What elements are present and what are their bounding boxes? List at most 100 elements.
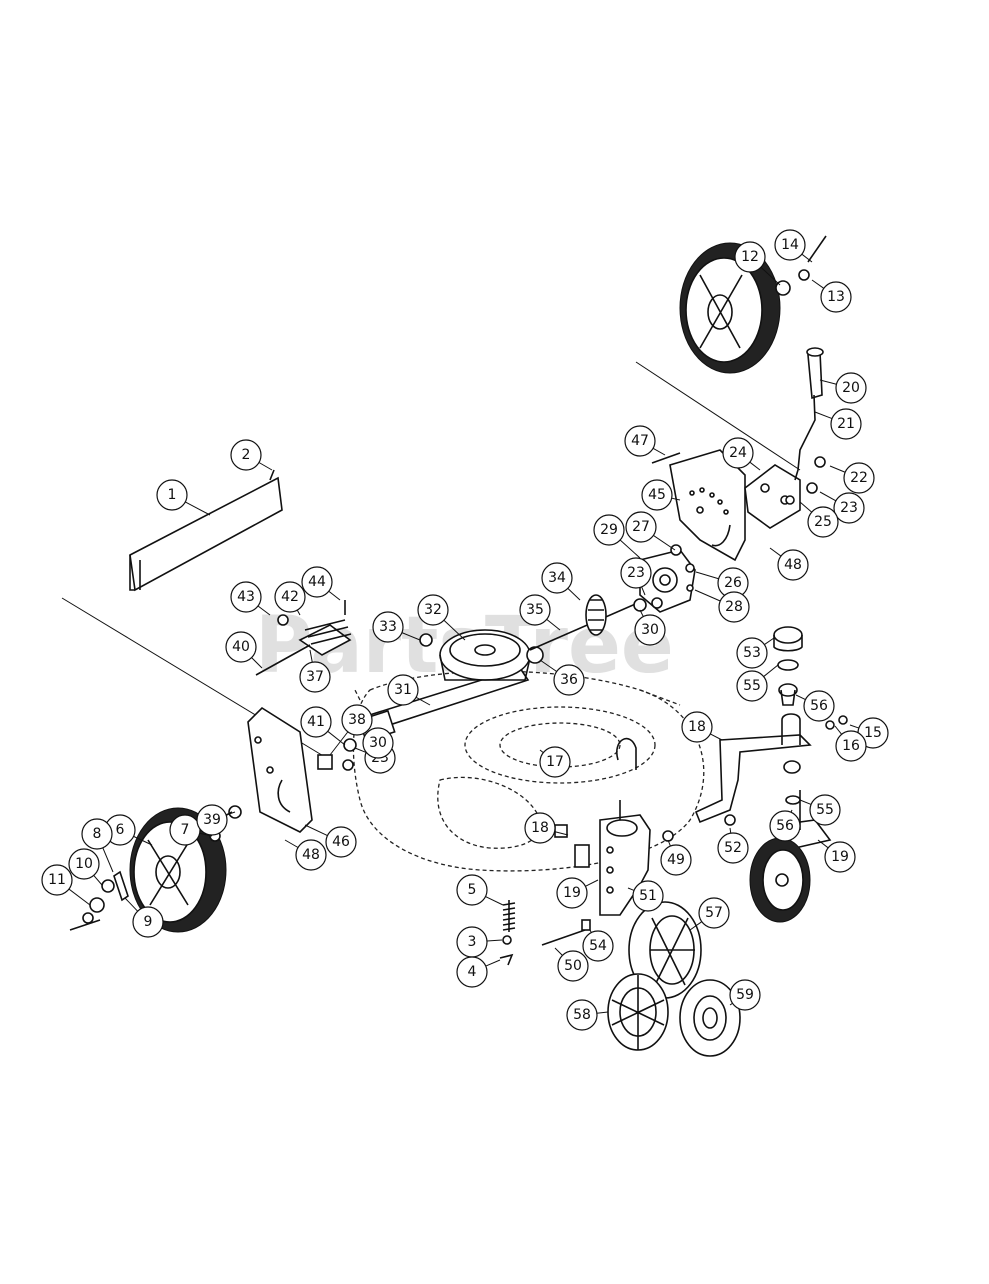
callout-leader-line [327, 730, 346, 746]
callout-bubble [68, 848, 100, 880]
callout-number: 16 [842, 738, 860, 754]
callout-18[interactable]: 18 [524, 812, 569, 844]
callout-9[interactable]: 9 [124, 897, 164, 938]
callout-17[interactable]: 17 [539, 746, 571, 778]
callout-41[interactable]: 41 [300, 706, 346, 746]
callout-54[interactable]: 54 [582, 929, 614, 962]
callout-8[interactable]: 8 [81, 818, 114, 873]
callout-leader-line [486, 939, 503, 942]
callout-32[interactable]: 32 [417, 594, 466, 641]
callout-28[interactable]: 28 [694, 589, 750, 623]
callout-42[interactable]: 42 [274, 581, 306, 616]
callout-30[interactable]: 30 [634, 609, 666, 646]
callout-48[interactable]: 48 [769, 547, 809, 581]
callout-44[interactable]: 44 [301, 566, 341, 601]
callout-7[interactable]: 7 [169, 814, 213, 846]
callout-45[interactable]: 45 [641, 479, 681, 511]
callout-53[interactable]: 53 [736, 637, 775, 669]
callout-33[interactable]: 33 [372, 611, 421, 643]
callout-23[interactable]: 23 [819, 491, 865, 524]
callout-19[interactable]: 19 [556, 877, 599, 909]
callout-18[interactable]: 18 [681, 711, 723, 743]
callout-38[interactable]: 38 [329, 704, 373, 756]
callout-leader-line [819, 379, 837, 385]
callout-number: 7 [181, 822, 190, 838]
callout-51[interactable]: 51 [627, 880, 664, 912]
callout-46[interactable]: 46 [304, 824, 357, 858]
callout-number: 32 [424, 602, 442, 618]
callout-52[interactable]: 52 [717, 827, 749, 864]
callout-leader-line [627, 887, 635, 891]
callout-bubble [274, 581, 306, 613]
callout-48[interactable]: 48 [284, 839, 327, 871]
callout-bubble [557, 950, 589, 982]
callout-27[interactable]: 27 [625, 511, 676, 551]
callout-39[interactable]: 39 [196, 804, 236, 836]
callout-30[interactable]: 30 [361, 727, 394, 759]
callout-13[interactable]: 13 [811, 279, 852, 313]
callout-12[interactable]: 12 [734, 241, 781, 286]
callout-number: 34 [548, 570, 566, 586]
callout-bubble [230, 439, 262, 471]
callout-number: 35 [526, 602, 544, 618]
callout-2[interactable]: 2 [230, 439, 273, 471]
callout-11[interactable]: 11 [41, 864, 91, 906]
callout-26[interactable]: 26 [695, 567, 749, 599]
callout-43[interactable]: 43 [230, 581, 271, 616]
callout-leader-line [554, 831, 569, 836]
callout-47[interactable]: 47 [624, 425, 666, 457]
callout-56[interactable]: 56 [795, 690, 835, 722]
callout-59[interactable]: 59 [729, 979, 761, 1011]
callout-leader-line [304, 824, 328, 837]
callout-49[interactable]: 49 [660, 839, 692, 876]
callout-leader-line [328, 590, 341, 601]
callout-23[interactable]: 23 [620, 557, 652, 596]
callout-bubble [196, 804, 228, 836]
callout-leader-line [443, 619, 466, 641]
callout-10[interactable]: 10 [68, 848, 103, 886]
callout-19[interactable]: 19 [817, 839, 856, 873]
callout-number: 1 [168, 487, 177, 503]
callout-bubble [843, 462, 875, 494]
rear-left-wheel [129, 807, 227, 933]
callout-16[interactable]: 16 [834, 725, 867, 762]
callout-3[interactable]: 3 [456, 926, 503, 958]
callout-number: 31 [394, 682, 412, 698]
callout-leader-line [296, 609, 301, 616]
callout-37[interactable]: 37 [299, 649, 331, 693]
callout-40[interactable]: 40 [225, 631, 263, 669]
callout-14[interactable]: 14 [774, 229, 813, 263]
callout-bubble [722, 437, 754, 469]
callout-5[interactable]: 5 [456, 874, 504, 906]
callout-bubble [632, 880, 664, 912]
callout-bubble [835, 730, 867, 762]
idler-spring-assembly [255, 600, 352, 676]
callout-31[interactable]: 31 [387, 674, 431, 706]
callout-55[interactable]: 55 [736, 664, 779, 702]
callout-1[interactable]: 1 [156, 479, 211, 516]
callout-58[interactable]: 58 [566, 999, 609, 1031]
callout-bubble [718, 591, 750, 623]
callout-57[interactable]: 57 [689, 897, 730, 931]
callout-55[interactable]: 55 [799, 794, 841, 826]
callout-35[interactable]: 35 [519, 594, 561, 631]
callout-number: 28 [725, 599, 743, 615]
callout-20[interactable]: 20 [819, 372, 867, 404]
callout-4[interactable]: 4 [456, 956, 501, 988]
callout-number: 3 [468, 934, 477, 950]
callout-29[interactable]: 29 [593, 514, 641, 559]
callout-22[interactable]: 22 [829, 462, 875, 494]
callout-25[interactable]: 25 [799, 501, 839, 538]
callout-leader-line [567, 588, 581, 601]
callout-50[interactable]: 50 [554, 947, 589, 982]
callout-34[interactable]: 34 [541, 562, 581, 601]
callout-number: 13 [827, 289, 845, 305]
callout-24[interactable]: 24 [722, 437, 761, 471]
callout-21[interactable]: 21 [814, 408, 862, 440]
callout-number: 25 [814, 514, 832, 530]
callout-56[interactable]: 56 [769, 809, 801, 842]
callout-leader-line [834, 725, 843, 735]
callout-number: 38 [348, 712, 366, 728]
callout-leader-line [354, 747, 367, 753]
callout-36[interactable]: 36 [539, 659, 585, 696]
